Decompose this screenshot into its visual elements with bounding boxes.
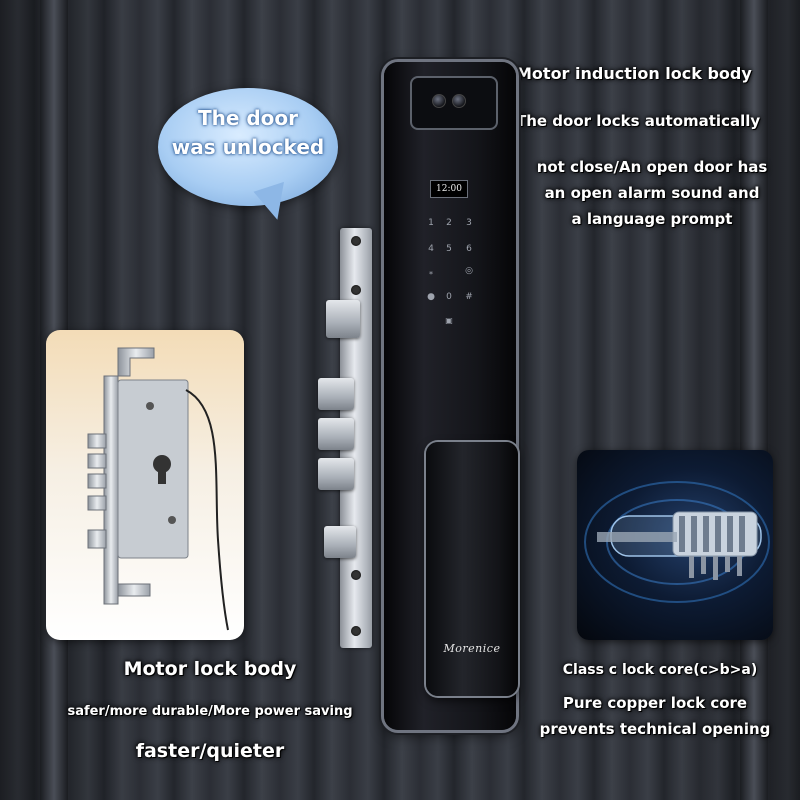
- brand-logo: Morenice: [443, 642, 501, 655]
- lock-body-speed: faster/quieter: [135, 740, 285, 762]
- keypad-key[interactable]: 6: [466, 244, 472, 254]
- deadbolt: [318, 418, 354, 450]
- keypad-key[interactable]: 5: [446, 244, 452, 254]
- mortise-lock-illustration: [87, 347, 229, 631]
- camera-lens: [452, 94, 466, 108]
- lock-core-line-1: Pure copper lock core: [562, 694, 748, 712]
- motor-lock-body-heading: Motor lock body: [123, 658, 297, 680]
- strike-screw-hole: [351, 285, 361, 295]
- deadbolt: [324, 526, 356, 558]
- alarm-text-line-3: a language prompt: [571, 210, 733, 228]
- keypad-key[interactable]: 1: [428, 218, 434, 228]
- alarm-text-line-1: not close/An open door has: [536, 158, 768, 176]
- strike-screw-hole: [351, 236, 361, 246]
- lock-body-card: [46, 330, 244, 640]
- latch-bolt: [326, 300, 360, 338]
- speech-bubble: [158, 88, 338, 206]
- deadbolt: [318, 458, 354, 490]
- bubble-line-1: The door: [197, 106, 299, 130]
- lock-core-line-2: prevents technical opening: [539, 720, 771, 738]
- keypad-key[interactable]: 3: [466, 218, 472, 228]
- lock-body-features: safer/more durable/More power saving: [67, 704, 353, 719]
- lock-display: 12:00: [430, 180, 468, 198]
- auto-lock-text: The door locks automatically: [516, 112, 761, 130]
- keypad-key[interactable]: 0: [446, 292, 452, 302]
- camera-lens: [432, 94, 446, 108]
- strike-screw-hole: [351, 626, 361, 636]
- doorbell-icon[interactable]: ●: [427, 292, 435, 302]
- door-handle[interactable]: [426, 442, 518, 696]
- keypad-key[interactable]: #: [465, 292, 473, 302]
- motor-induction-heading: Motor induction lock body: [516, 64, 752, 83]
- door-frame-right: [740, 0, 768, 800]
- keypad-key[interactable]: *: [429, 270, 433, 279]
- strike-screw-hole: [351, 570, 361, 580]
- lock-icon[interactable]: ▣: [445, 316, 453, 325]
- lock-core-card: [577, 450, 773, 640]
- deadbolt: [318, 378, 354, 410]
- speech-bubble-text: The door was unlocked: [158, 104, 338, 162]
- nfc-icon: ◎: [465, 266, 473, 276]
- lock-core-heading: Class c lock core(c>b>a): [562, 662, 758, 678]
- alarm-text-line-2: an open alarm sound and: [544, 184, 760, 202]
- keypad-key[interactable]: 2: [446, 218, 452, 228]
- bubble-line-2: was unlocked: [171, 135, 325, 159]
- lock-cylinder-illustration: [584, 481, 770, 603]
- keypad-key[interactable]: 4: [428, 244, 434, 254]
